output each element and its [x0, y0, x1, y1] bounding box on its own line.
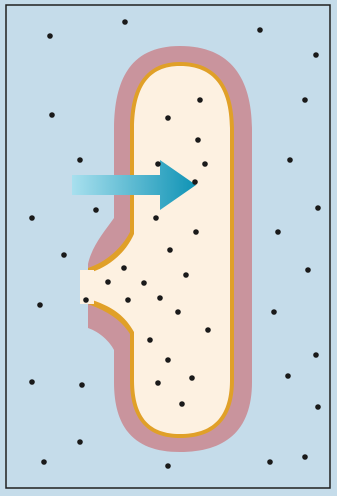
particle-dot — [41, 459, 47, 465]
particle-dot — [61, 252, 67, 258]
particle-dot — [165, 115, 171, 121]
particle-dot — [165, 463, 171, 469]
particle-dot — [83, 297, 89, 303]
particle-dot — [125, 297, 131, 303]
particle-dot — [105, 279, 111, 285]
particle-dot — [315, 205, 321, 211]
particle-dot — [157, 295, 163, 301]
particle-dot — [192, 179, 198, 185]
particle-dot — [179, 401, 185, 407]
particle-dot — [141, 280, 147, 286]
particle-dot — [165, 357, 171, 363]
particle-dot — [122, 19, 128, 25]
particle-dot — [267, 459, 273, 465]
particle-dot — [302, 97, 308, 103]
particle-dot — [29, 215, 35, 221]
particle-dot — [302, 454, 308, 460]
particle-dot — [93, 207, 99, 213]
particle-dot — [305, 267, 311, 273]
particle-dot — [275, 229, 281, 235]
particle-dot — [79, 382, 85, 388]
particle-dot — [155, 380, 161, 386]
particle-dot — [285, 373, 291, 379]
particle-dot — [121, 265, 127, 271]
particle-dot — [205, 327, 211, 333]
particle-dot — [77, 157, 83, 163]
particle-dot — [195, 137, 201, 143]
particle-dot — [153, 215, 159, 221]
particle-dot — [193, 229, 199, 235]
particle-dot — [49, 112, 55, 118]
particle-dot — [77, 439, 83, 445]
particle-dot — [175, 309, 181, 315]
particle-dot — [47, 33, 53, 39]
particle-dot — [167, 247, 173, 253]
particle-dot — [155, 161, 161, 167]
particle-dot — [147, 337, 153, 343]
particle-dot — [197, 97, 203, 103]
particle-dot — [37, 302, 43, 308]
particle-dot — [189, 375, 195, 381]
particle-dot — [313, 352, 319, 358]
particle-dot — [287, 157, 293, 163]
particle-dot — [202, 161, 208, 167]
particle-dot — [315, 404, 321, 410]
particle-dot — [271, 309, 277, 315]
particle-dot — [183, 272, 189, 278]
particle-dot — [257, 27, 263, 33]
particle-dot — [29, 379, 35, 385]
particle-dot — [313, 52, 319, 58]
